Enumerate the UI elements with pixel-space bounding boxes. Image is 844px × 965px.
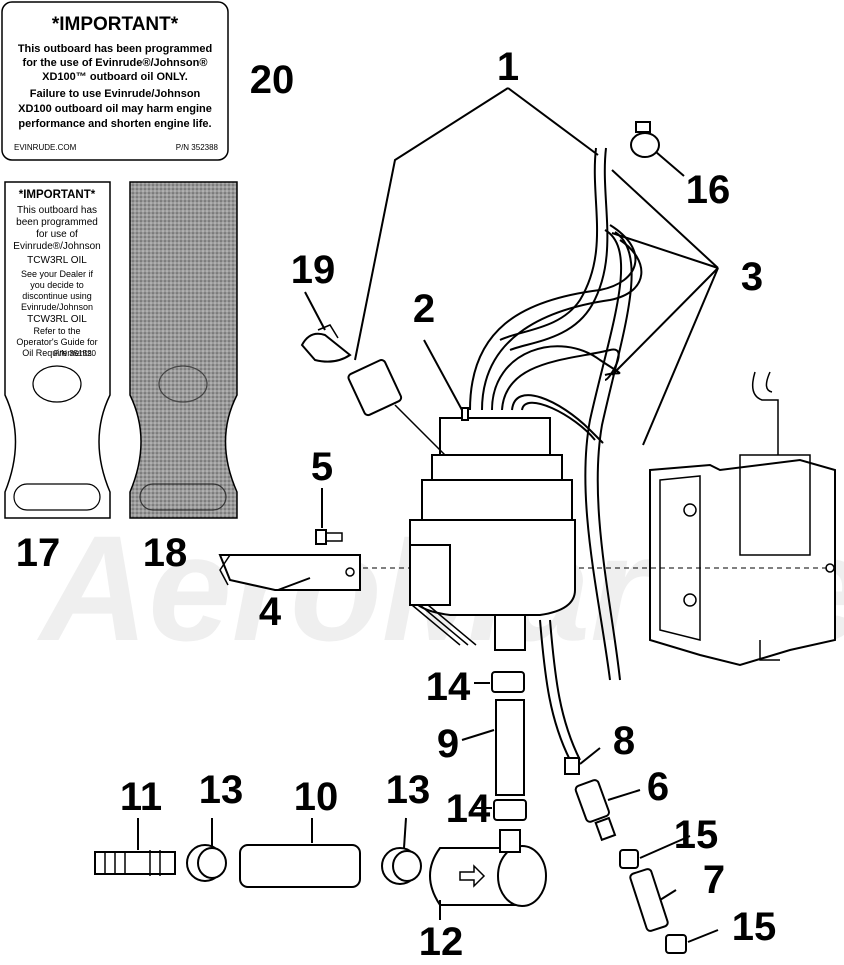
label-20-line-4: Failure to use Evinrude/Johnson: [30, 88, 201, 100]
part-4-bracket: [218, 554, 361, 591]
label-17-title: *IMPORTANT*: [19, 189, 96, 201]
label-17-line-11: Refer to the: [33, 326, 80, 336]
label-20-line-2: for the use of Evinrude®/Johnson®: [23, 57, 208, 69]
mounting-bracket: [649, 371, 836, 667]
label-17-line-6: See your Dealer if: [21, 269, 94, 279]
callout-14-upper: 14: [426, 665, 471, 709]
part-8-plug: [564, 757, 580, 775]
label-17-part-number: P/N 351520: [54, 349, 97, 358]
part-7-hose: [629, 868, 669, 932]
label-17-line-1: This outboard has: [17, 205, 97, 216]
callout-13-right: 13: [386, 768, 431, 812]
part-15-clamp-upper: [619, 849, 639, 869]
label-20-line-1: This outboard has been programmed: [18, 43, 212, 55]
label-20-line-6: performance and shorten engine life.: [18, 118, 211, 130]
pump-connector: [347, 359, 446, 456]
label-18: [129, 181, 238, 519]
callout-13-left: 13: [199, 768, 244, 812]
callout-3: 3: [741, 255, 763, 299]
label-20-line-5: XD100 outboard oil may harm engine: [18, 103, 212, 115]
part-9-tube: [495, 699, 525, 796]
label-20-title: *IMPORTANT*: [52, 14, 179, 35]
callout-18: 18: [143, 531, 188, 575]
part-16-clamp: [630, 121, 660, 158]
part-6-fitting: [574, 779, 617, 842]
callout-7: 7: [703, 858, 725, 902]
label-20: *IMPORTANT* This outboard has been progr…: [1, 1, 229, 161]
callout-10: 10: [294, 775, 339, 819]
label-20-line-3: XD100™ outboard oil ONLY.: [42, 71, 188, 83]
callout-6: 6: [647, 765, 669, 809]
part-12-filter: [429, 829, 547, 907]
label-17-line-12: Operator's Guide for: [16, 337, 97, 347]
callout-19: 19: [291, 248, 336, 292]
callout-17: 17: [16, 531, 61, 575]
part-5-screw: [315, 529, 343, 545]
part-13-clamp-right: [381, 847, 422, 885]
label-20-footer-left: EVINRUDE.COM: [14, 143, 77, 152]
label-17-line-13: Oil Requirements: [22, 348, 92, 358]
callout-20: 20: [250, 58, 295, 102]
part-10-hose: [239, 844, 361, 888]
part-13-clamp-left: [186, 844, 227, 882]
leader-lines: [137, 87, 719, 943]
callout-12: 12: [419, 920, 464, 964]
callout-16: 16: [686, 168, 731, 212]
callout-5: 5: [311, 445, 333, 489]
callout-4: 4: [259, 590, 282, 634]
oil-hoses: [469, 147, 643, 761]
oil-pump-assembly: [409, 407, 576, 651]
callout-9: 9: [437, 722, 459, 766]
label-17-line-10: TCW3RL OIL: [27, 314, 87, 325]
callout-15-upper: 15: [674, 813, 719, 857]
label-17-line-5: TCW3RL OIL: [27, 255, 87, 266]
part-15-clamp-lower: [665, 934, 687, 954]
callout-14-lower: 14: [446, 787, 491, 831]
label-17-line-7: you decide to: [30, 280, 84, 290]
label-17-line-3: for use of: [36, 229, 78, 240]
label-17-line-2: been programmed: [16, 217, 98, 228]
label-17-line-4: Evinrude®/Johnson: [13, 241, 100, 252]
callout-2: 2: [413, 287, 435, 331]
part-11-fitting: [94, 850, 176, 876]
callout-11: 11: [120, 775, 162, 819]
callout-15-lower: 15: [732, 905, 777, 949]
callouts: 1 2 3 4 5 6 7 8 9 10 11 12 13 13 14 14 1…: [16, 45, 777, 964]
label-17: *IMPORTANT* This outboard has been progr…: [4, 181, 111, 519]
callout-1: 1: [497, 45, 519, 89]
label-17-line-8: discontinue using: [22, 291, 92, 301]
callout-8: 8: [613, 719, 635, 763]
part-19-clip: [300, 324, 352, 363]
part-14-coupler-upper: [491, 671, 525, 693]
part-14-coupler-lower: [493, 799, 527, 821]
label-17-line-9: Evinrude/Johnson: [21, 302, 93, 312]
label-20-footer-right: P/N 352388: [176, 143, 219, 152]
